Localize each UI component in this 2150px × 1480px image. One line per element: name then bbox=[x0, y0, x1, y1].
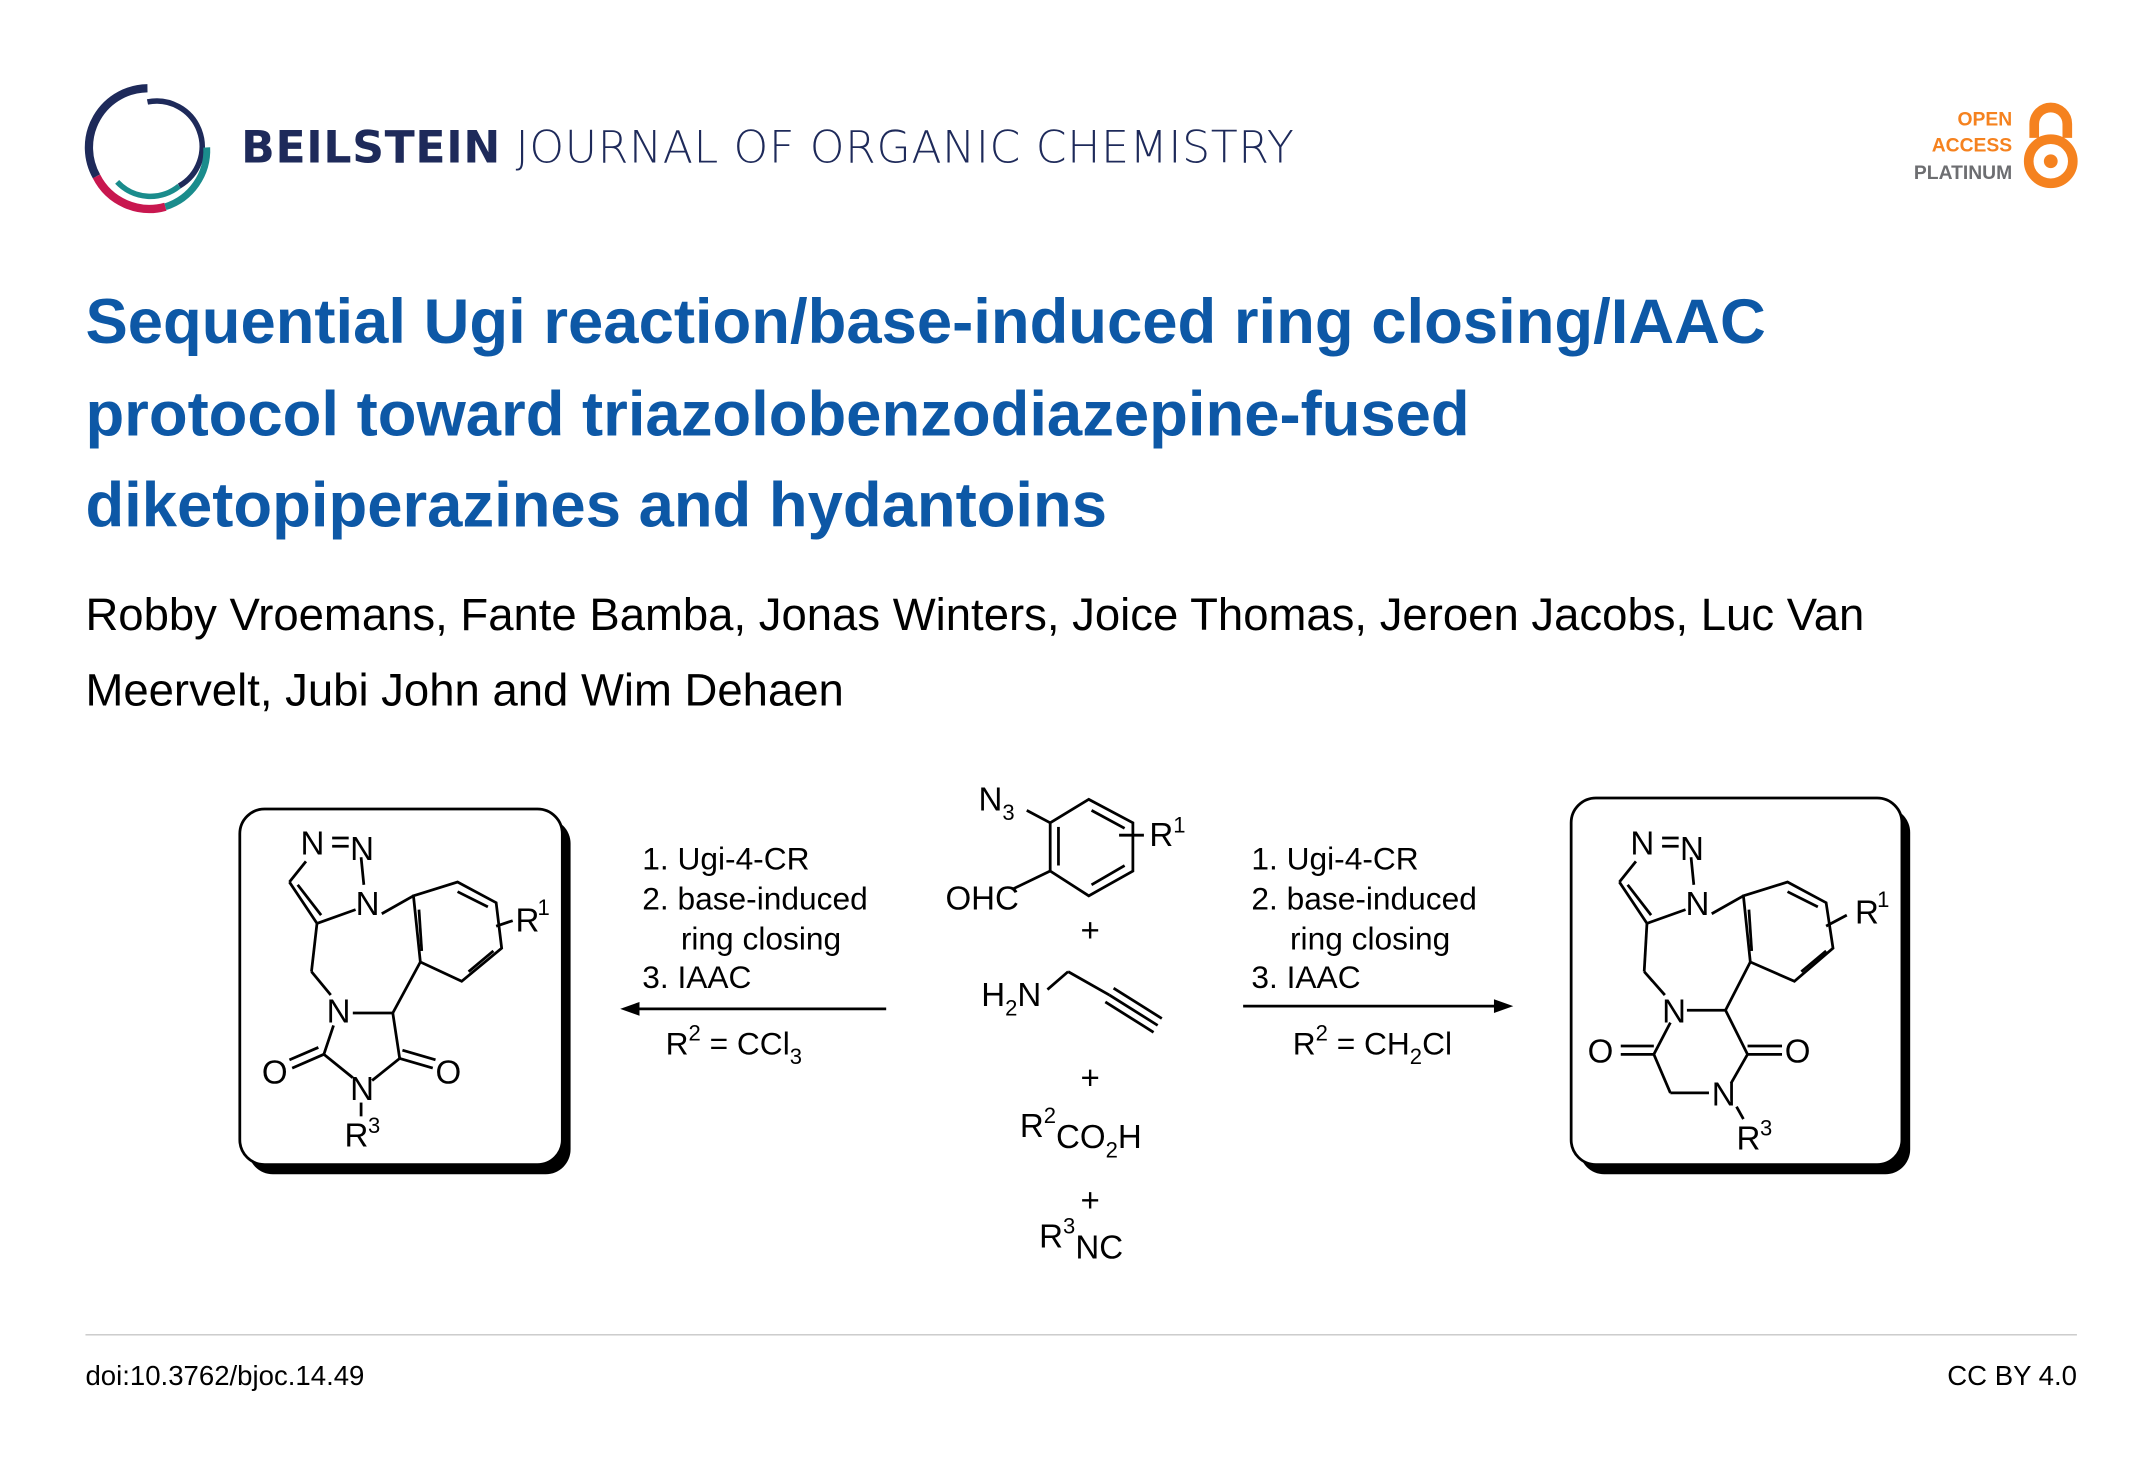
atom-label: O bbox=[262, 1054, 288, 1091]
superscript: 1 bbox=[537, 895, 549, 920]
superscript: 1 bbox=[1877, 887, 1889, 912]
step-label: 3. IAAC bbox=[642, 959, 751, 995]
atom-label: N bbox=[1680, 831, 1704, 868]
atom-label: O bbox=[1588, 1034, 1614, 1071]
reaction-scheme: N N N N N O O R 1 R 3 1. Ugi-4-CR 2. bas… bbox=[238, 781, 1911, 1266]
r3-label: R bbox=[1737, 1120, 1761, 1157]
badge-open: OPEN bbox=[1957, 107, 2013, 130]
isocyanide-label: R3NC bbox=[1039, 1213, 1123, 1266]
license-text: CC BY 4.0 bbox=[1947, 1361, 2077, 1392]
badge-platinum: PLATINUM bbox=[1913, 161, 2013, 184]
amine-label: H2N bbox=[981, 977, 1041, 1021]
plus-sign: + bbox=[1081, 912, 1100, 949]
step-label: 2. base-induced bbox=[1251, 881, 1477, 917]
badge-access: ACCESS bbox=[1931, 133, 2013, 156]
atom-label: N bbox=[300, 825, 324, 862]
atom-label: N bbox=[356, 886, 380, 923]
atom-label: O bbox=[436, 1054, 462, 1091]
plus-sign: + bbox=[1081, 1182, 1100, 1219]
superscript: 3 bbox=[368, 1113, 380, 1138]
step-label: ring closing bbox=[1290, 921, 1450, 957]
atom-label: N bbox=[1712, 1076, 1736, 1113]
aldehyde-label: OHC bbox=[945, 881, 1018, 918]
beilstein-logo bbox=[84, 84, 211, 214]
acid-label: R2CO2H bbox=[1020, 1103, 1142, 1162]
article-title: Sequential Ugi reaction/base-induced rin… bbox=[85, 285, 1766, 541]
doi-text: doi:10.3762/bjoc.14.49 bbox=[85, 1361, 365, 1392]
journal-name-rest: JOURNAL OF ORGANIC CHEMISTRY bbox=[515, 121, 1295, 174]
r1-label: R1 bbox=[1149, 812, 1185, 854]
r3-label: R bbox=[345, 1118, 369, 1155]
reagents: N3 R1 OHC + H2N + R2CO2H + R3NC bbox=[945, 781, 1185, 1266]
open-access-lock-icon bbox=[2023, 102, 2078, 189]
step-label: ring closing bbox=[681, 921, 841, 957]
r1-label: R bbox=[1855, 894, 1879, 931]
atom-label: N bbox=[350, 831, 374, 868]
atom-label: N bbox=[327, 994, 351, 1031]
footer-divider bbox=[85, 1334, 2077, 1336]
step-label: 2. base-induced bbox=[642, 881, 868, 917]
hydantoin-product: N N N N N O O R 1 R 3 bbox=[238, 807, 571, 1175]
step-label: 3. IAAC bbox=[1251, 959, 1360, 995]
r1-label: R bbox=[515, 903, 539, 940]
right-condition: R2 = CH2Cl bbox=[1293, 1021, 1452, 1069]
atom-label: N bbox=[350, 1071, 374, 1108]
atom-label: N bbox=[1630, 825, 1654, 862]
step-label: 1. Ugi-4-CR bbox=[642, 841, 809, 877]
atom-label: O bbox=[1785, 1034, 1811, 1071]
diketopiperazine-product: N N N N N O O R 1 R 3 bbox=[1569, 796, 1911, 1175]
atom-label: N bbox=[1686, 886, 1710, 923]
journal-name-bold: BEILSTEIN bbox=[241, 121, 501, 174]
step-label: 1. Ugi-4-CR bbox=[1251, 841, 1418, 877]
journal-name: BEILSTEIN JOURNAL OF ORGANIC CHEMISTRY bbox=[241, 121, 1294, 173]
azide-label: N3 bbox=[979, 781, 1015, 825]
author-list: Robby Vroemans, Fante Bamba, Jonas Winte… bbox=[85, 588, 1865, 716]
superscript: 3 bbox=[1760, 1116, 1772, 1141]
atom-label: N bbox=[1662, 994, 1686, 1031]
plus-sign: + bbox=[1081, 1060, 1100, 1097]
left-condition: R2 = CCl3 bbox=[666, 1021, 802, 1069]
